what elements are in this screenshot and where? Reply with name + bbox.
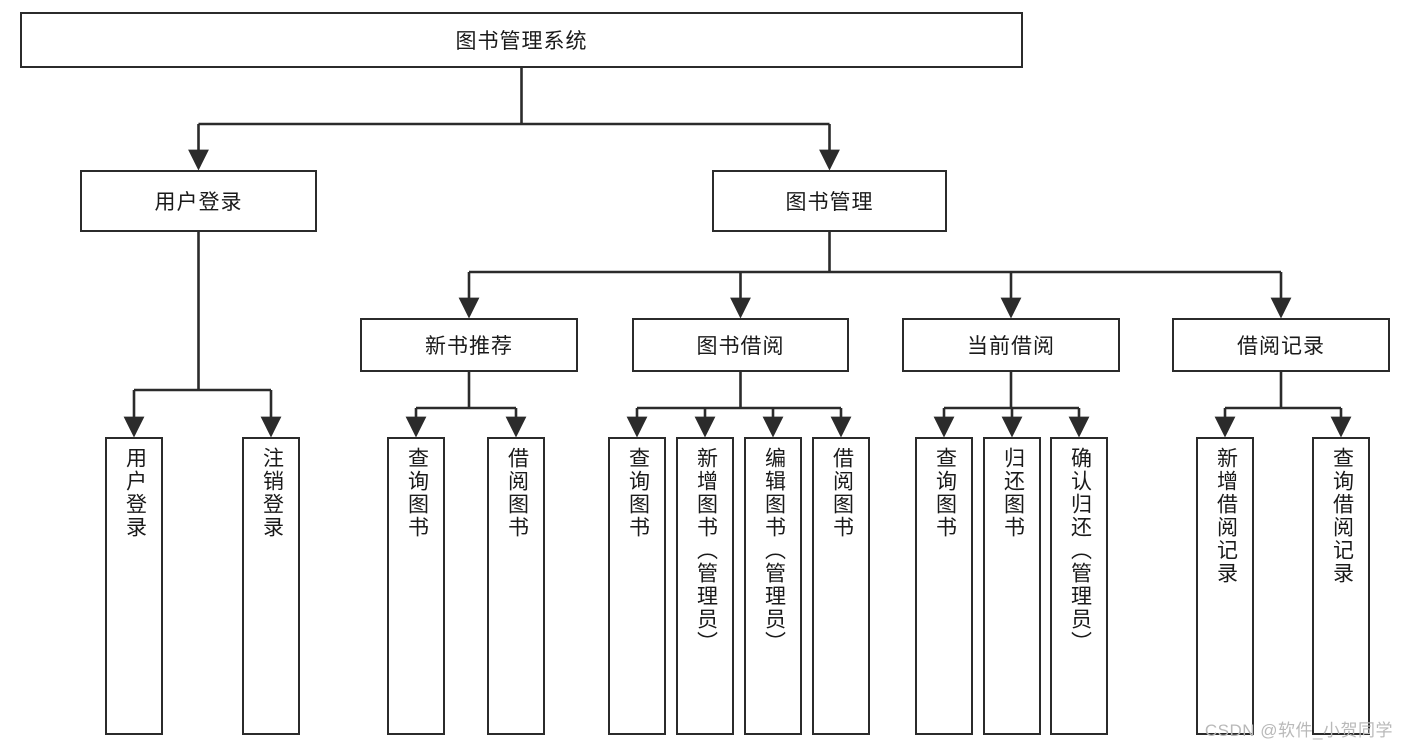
node-level3-label: 新书推荐 xyxy=(425,335,513,358)
node-leaf-label: 查询借阅记录 xyxy=(1330,447,1354,585)
node-leaf-11[interactable]: 确认归还（管理员） xyxy=(1050,437,1108,735)
node-level2-1[interactable]: 用户登录 xyxy=(80,170,317,232)
node-leaf-label: 用户登录 xyxy=(123,447,147,539)
node-leaf-7[interactable]: 编辑图书（管理员） xyxy=(744,437,802,735)
node-level2-label: 用户登录 xyxy=(154,191,243,214)
node-leaf-12[interactable]: 新增借阅记录 xyxy=(1196,437,1254,735)
node-root-label: 图书管理系统 xyxy=(455,30,588,53)
node-level2-label: 图书管理 xyxy=(785,191,874,214)
node-level2-2[interactable]: 图书管理 xyxy=(712,170,947,232)
node-level3-2[interactable]: 图书借阅 xyxy=(632,318,849,372)
node-level3-label: 图书借阅 xyxy=(696,335,785,358)
node-level3-4[interactable]: 借阅记录 xyxy=(1172,318,1390,372)
node-leaf-13[interactable]: 查询借阅记录 xyxy=(1312,437,1370,735)
node-level3-3[interactable]: 当前借阅 xyxy=(902,318,1120,372)
node-leaf-label: 确认归还（管理员） xyxy=(1068,447,1092,654)
node-leaf-label: 新增图书（管理员） xyxy=(694,447,718,654)
node-leaf-label: 注销登录 xyxy=(260,447,284,539)
node-leaf-6[interactable]: 新增图书（管理员） xyxy=(676,437,734,735)
node-leaf-label: 借阅图书 xyxy=(505,447,529,539)
node-level3-label: 借阅记录 xyxy=(1237,335,1325,358)
node-leaf-label: 查询图书 xyxy=(626,447,650,539)
node-leaf-label: 查询图书 xyxy=(933,447,957,539)
node-leaf-2[interactable]: 注销登录 xyxy=(242,437,300,735)
node-leaf-label: 查询图书 xyxy=(405,447,429,539)
node-level3-1[interactable]: 新书推荐 xyxy=(360,318,578,372)
node-level3-label: 当前借阅 xyxy=(967,335,1055,358)
node-leaf-label: 借阅图书 xyxy=(830,447,854,539)
node-leaf-5[interactable]: 查询图书 xyxy=(608,437,666,735)
node-root[interactable]: 图书管理系统 xyxy=(20,12,1023,68)
node-leaf-1[interactable]: 用户登录 xyxy=(105,437,163,735)
node-leaf-label: 新增借阅记录 xyxy=(1214,447,1238,585)
node-leaf-8[interactable]: 借阅图书 xyxy=(812,437,870,735)
node-leaf-4[interactable]: 借阅图书 xyxy=(487,437,545,735)
csdn-watermark: CSDN @软件_小贺同学 xyxy=(1204,721,1393,740)
node-leaf-label: 编辑图书（管理员） xyxy=(762,447,786,654)
node-leaf-10[interactable]: 归还图书 xyxy=(983,437,1041,735)
node-leaf-label: 归还图书 xyxy=(1001,447,1025,539)
node-leaf-9[interactable]: 查询图书 xyxy=(915,437,973,735)
node-leaf-3[interactable]: 查询图书 xyxy=(387,437,445,735)
